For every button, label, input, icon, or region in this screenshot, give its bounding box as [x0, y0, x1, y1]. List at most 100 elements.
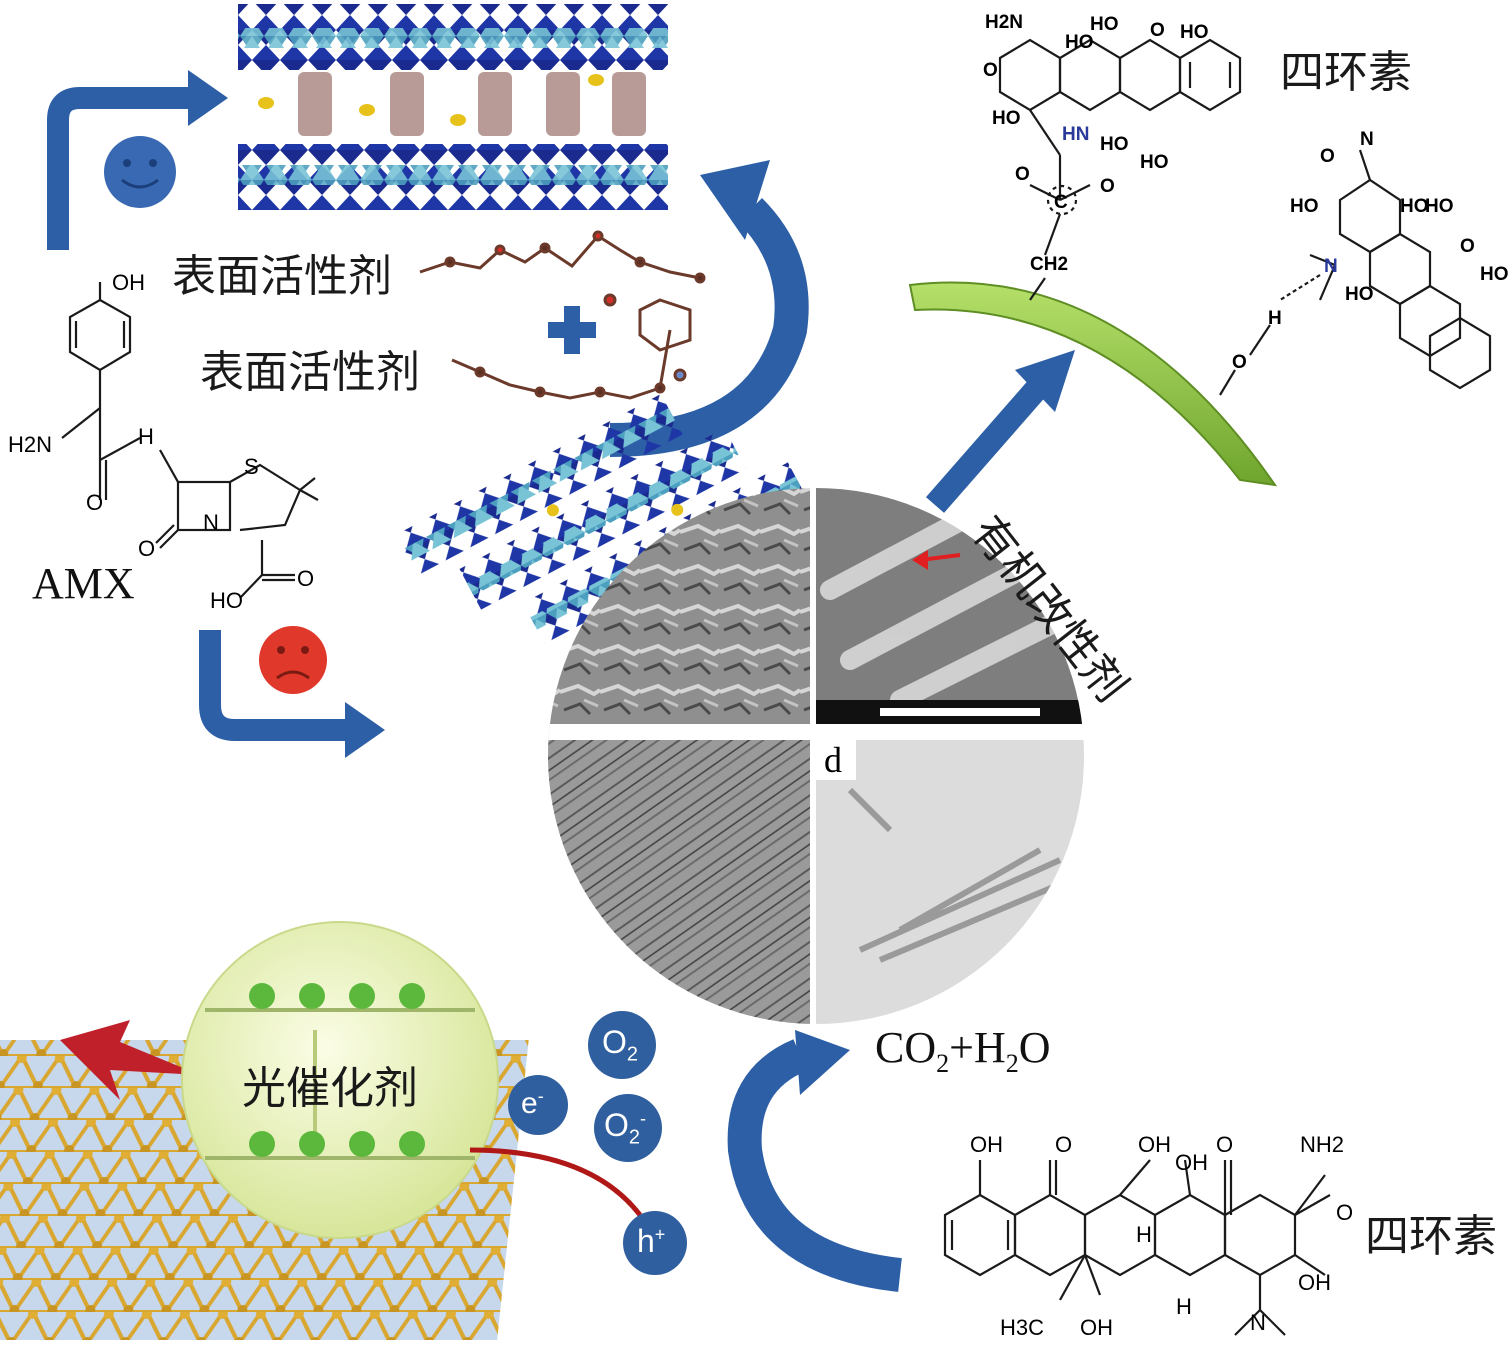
- superoxide-label: O2-: [604, 1107, 646, 1149]
- panel-label-d: d: [824, 740, 842, 780]
- modified-surface-sheet: [908, 281, 1278, 487]
- arrow-to-green-sheet: [925, 350, 1075, 513]
- tem-panel-c: [548, 740, 810, 1024]
- tc-top-ho6: HO: [1140, 152, 1169, 173]
- tc-bottom-oh3: OH: [1175, 1150, 1208, 1175]
- intercalated-layer-top: [238, 4, 668, 210]
- tc-top-o1: O: [1150, 20, 1165, 41]
- oxygen-text: O: [602, 1024, 627, 1060]
- amx-label-h2n: H2N: [8, 432, 52, 457]
- tc-side-h: H: [1268, 308, 1282, 329]
- tc-top-ho2: HO: [1180, 22, 1209, 43]
- tc-bottom-h3c: H3C: [1000, 1315, 1044, 1340]
- tc-bottom-o1: O: [1055, 1132, 1072, 1157]
- surfactant-label-1: 表面活性剂: [172, 251, 392, 302]
- tc-bottom-oh4: OH: [1298, 1270, 1331, 1295]
- tc-top-hn: HN: [1062, 124, 1089, 145]
- tc-top-ho5: HO: [1100, 134, 1129, 155]
- tc-bottom-h2: H: [1176, 1294, 1192, 1319]
- tc-top-h2n: H2N: [985, 12, 1023, 33]
- hole-label: h+: [637, 1223, 665, 1260]
- amx-molecule-structure: [61, 282, 319, 599]
- tc-top-ho3: HO: [1065, 32, 1094, 53]
- electron-text: e: [521, 1087, 538, 1120]
- tc-side-o-link: O: [1232, 352, 1247, 373]
- arrow-to-collapsed-layer: [199, 630, 385, 758]
- oxygen-label: O2: [602, 1024, 638, 1066]
- amx-label-oh: OH: [112, 270, 145, 295]
- arrow-to-top-layer: [47, 70, 228, 250]
- amx-label-o1: O: [86, 490, 103, 515]
- tc-bottom-o3: O: [1336, 1200, 1353, 1225]
- amx-label-s: S: [244, 454, 259, 479]
- electron-label: e-: [521, 1086, 544, 1121]
- tc-bottom-nh2: NH2: [1300, 1132, 1344, 1157]
- amx-label-o3: O: [297, 566, 314, 591]
- tc-side-ho2: HO: [1400, 196, 1429, 217]
- tc-side-o-amide: O: [1320, 146, 1335, 167]
- lightning-icon: [60, 1020, 200, 1100]
- product-co: CO: [875, 1023, 937, 1072]
- photocatalyst-label: 光催化剂: [242, 1063, 418, 1114]
- superoxide-sub: 2: [628, 1126, 641, 1149]
- tc-bottom-oh5: OH: [1080, 1315, 1113, 1340]
- tetracycline-label-top: 四环素: [1280, 47, 1412, 98]
- amx-label: AMX: [32, 559, 135, 608]
- surfactant-molecule-1: [419, 230, 706, 307]
- tc-side-o: O: [1460, 236, 1475, 257]
- amx-label-ho: HO: [210, 588, 243, 613]
- product-label: CO2+H2O: [875, 1022, 1051, 1079]
- tem-panel-d: [816, 740, 1084, 1024]
- amx-label-n-ring: N: [203, 510, 219, 535]
- tetracycline-top-structure: [998, 38, 1242, 301]
- tc-bottom-oh1: OH: [970, 1132, 1003, 1157]
- hole-transfer-arrow: [469, 1147, 642, 1217]
- surfactant-molecule-2: [451, 298, 692, 400]
- charge-carriers: [249, 983, 425, 1157]
- hole-sup: +: [654, 1224, 666, 1245]
- intercalated-molecules: [298, 72, 646, 136]
- tetracycline-side-structure: [1219, 149, 1492, 396]
- amx-label-o2: O: [138, 536, 155, 561]
- oxygen-bubble: [588, 1011, 656, 1079]
- electron-bubble: [508, 1075, 568, 1135]
- sad-face-icon: [259, 626, 327, 694]
- superoxide-bubble: [594, 1094, 662, 1162]
- tc-bottom-o2: O: [1216, 1132, 1233, 1157]
- product-sub-2: 2: [1005, 1048, 1019, 1078]
- tc-side-ho1: HO: [1290, 196, 1319, 217]
- plus-icon: [548, 306, 596, 354]
- superoxide-sup: -: [640, 1108, 647, 1129]
- tc-side-ho3: HO: [1425, 196, 1454, 217]
- curved-arrow-to-product: [727, 1030, 902, 1292]
- tc-bottom-oh2: OH: [1138, 1132, 1171, 1157]
- happy-face-icon: [104, 136, 176, 208]
- electron-sup: -: [537, 1086, 544, 1106]
- surfactant-label-2: 表面活性剂: [200, 347, 420, 398]
- tc-top-ho4: HO: [992, 108, 1021, 129]
- product-plus-h: +H: [949, 1023, 1006, 1072]
- product-o: O: [1018, 1023, 1051, 1072]
- curved-arrow-right: [609, 160, 809, 457]
- tc-top-ch2: CH2: [1030, 254, 1068, 275]
- hole-text: h: [637, 1223, 655, 1259]
- product-sub-1: 2: [936, 1048, 950, 1078]
- tc-bottom-n: N: [1250, 1310, 1266, 1335]
- tetracycline-bottom-structure: [943, 1159, 1331, 1336]
- tc-side-n-amide: N: [1360, 129, 1374, 150]
- oxygen-sub: 2: [626, 1043, 639, 1066]
- tc-top-o2: O: [983, 60, 998, 81]
- superoxide-text: O: [604, 1107, 629, 1143]
- tc-side-ho5: HO: [1480, 264, 1509, 285]
- tc-top-o4: O: [1100, 176, 1115, 197]
- tc-side-n: N: [1324, 256, 1338, 277]
- tetracycline-label-bottom: 四环素: [1365, 1211, 1497, 1262]
- hole-bubble: [623, 1211, 687, 1275]
- amx-label-nh: H: [138, 424, 154, 449]
- tc-top-ho1: HO: [1090, 14, 1119, 35]
- tc-side-ho4: HO: [1345, 284, 1374, 305]
- tc-top-c: C: [1054, 192, 1068, 213]
- tc-top-o3: O: [1015, 164, 1030, 185]
- tc-bottom-h1: H: [1136, 1222, 1152, 1247]
